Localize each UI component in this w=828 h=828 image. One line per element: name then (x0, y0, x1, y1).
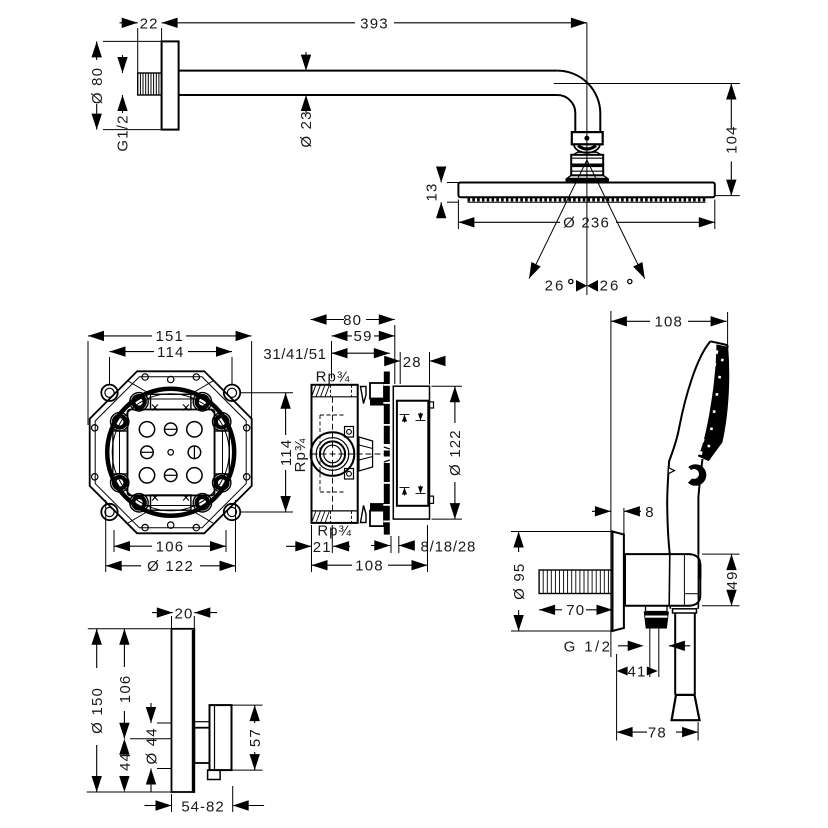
svg-text:Ø 23: Ø 23 (298, 110, 315, 147)
svg-text:114: 114 (157, 344, 185, 361)
svg-text:26: 26 (600, 278, 621, 295)
svg-text:Ø 236: Ø 236 (563, 215, 610, 232)
svg-text:Rp¾: Rp¾ (317, 523, 352, 540)
svg-text:151: 151 (155, 328, 184, 345)
svg-text:28: 28 (403, 354, 422, 371)
svg-text:80: 80 (343, 312, 362, 329)
svg-text:Ø 80: Ø 80 (89, 67, 106, 104)
svg-text:Ø 95: Ø 95 (511, 563, 528, 600)
svg-text:22: 22 (140, 16, 159, 33)
svg-text:78: 78 (648, 724, 667, 741)
svg-text:31/41/51: 31/41/51 (263, 346, 326, 363)
svg-text:106: 106 (156, 539, 185, 556)
svg-text:393: 393 (360, 16, 389, 33)
svg-text:Ø 150: Ø 150 (89, 687, 106, 734)
svg-text:49: 49 (724, 570, 741, 589)
svg-text:26: 26 (545, 278, 566, 295)
svg-text:G 1/2: G 1/2 (564, 639, 613, 656)
svg-text:20: 20 (174, 605, 193, 622)
svg-text:106: 106 (117, 675, 134, 704)
svg-text:104: 104 (724, 125, 741, 154)
svg-text:54-82: 54-82 (181, 798, 224, 815)
svg-text:70: 70 (566, 602, 585, 619)
svg-text:Ø 122: Ø 122 (447, 429, 464, 476)
svg-text:Rp¾: Rp¾ (292, 438, 309, 473)
svg-text:114: 114 (278, 439, 295, 467)
svg-text:G1/2: G1/2 (115, 114, 132, 151)
svg-text:8/18/28: 8/18/28 (421, 538, 477, 555)
svg-text:44: 44 (117, 752, 134, 771)
svg-text:108: 108 (355, 558, 384, 575)
svg-text:13: 13 (424, 182, 441, 201)
svg-text:Rp¾: Rp¾ (316, 369, 351, 386)
svg-text:8: 8 (645, 504, 655, 521)
svg-text:Ø 44: Ø 44 (144, 727, 161, 764)
svg-text:108: 108 (654, 314, 683, 331)
svg-text:41: 41 (627, 663, 646, 680)
svg-text:57: 57 (247, 728, 264, 747)
svg-text:Ø 122: Ø 122 (147, 558, 194, 575)
svg-text:59: 59 (354, 328, 373, 345)
svg-text:21: 21 (313, 539, 332, 556)
